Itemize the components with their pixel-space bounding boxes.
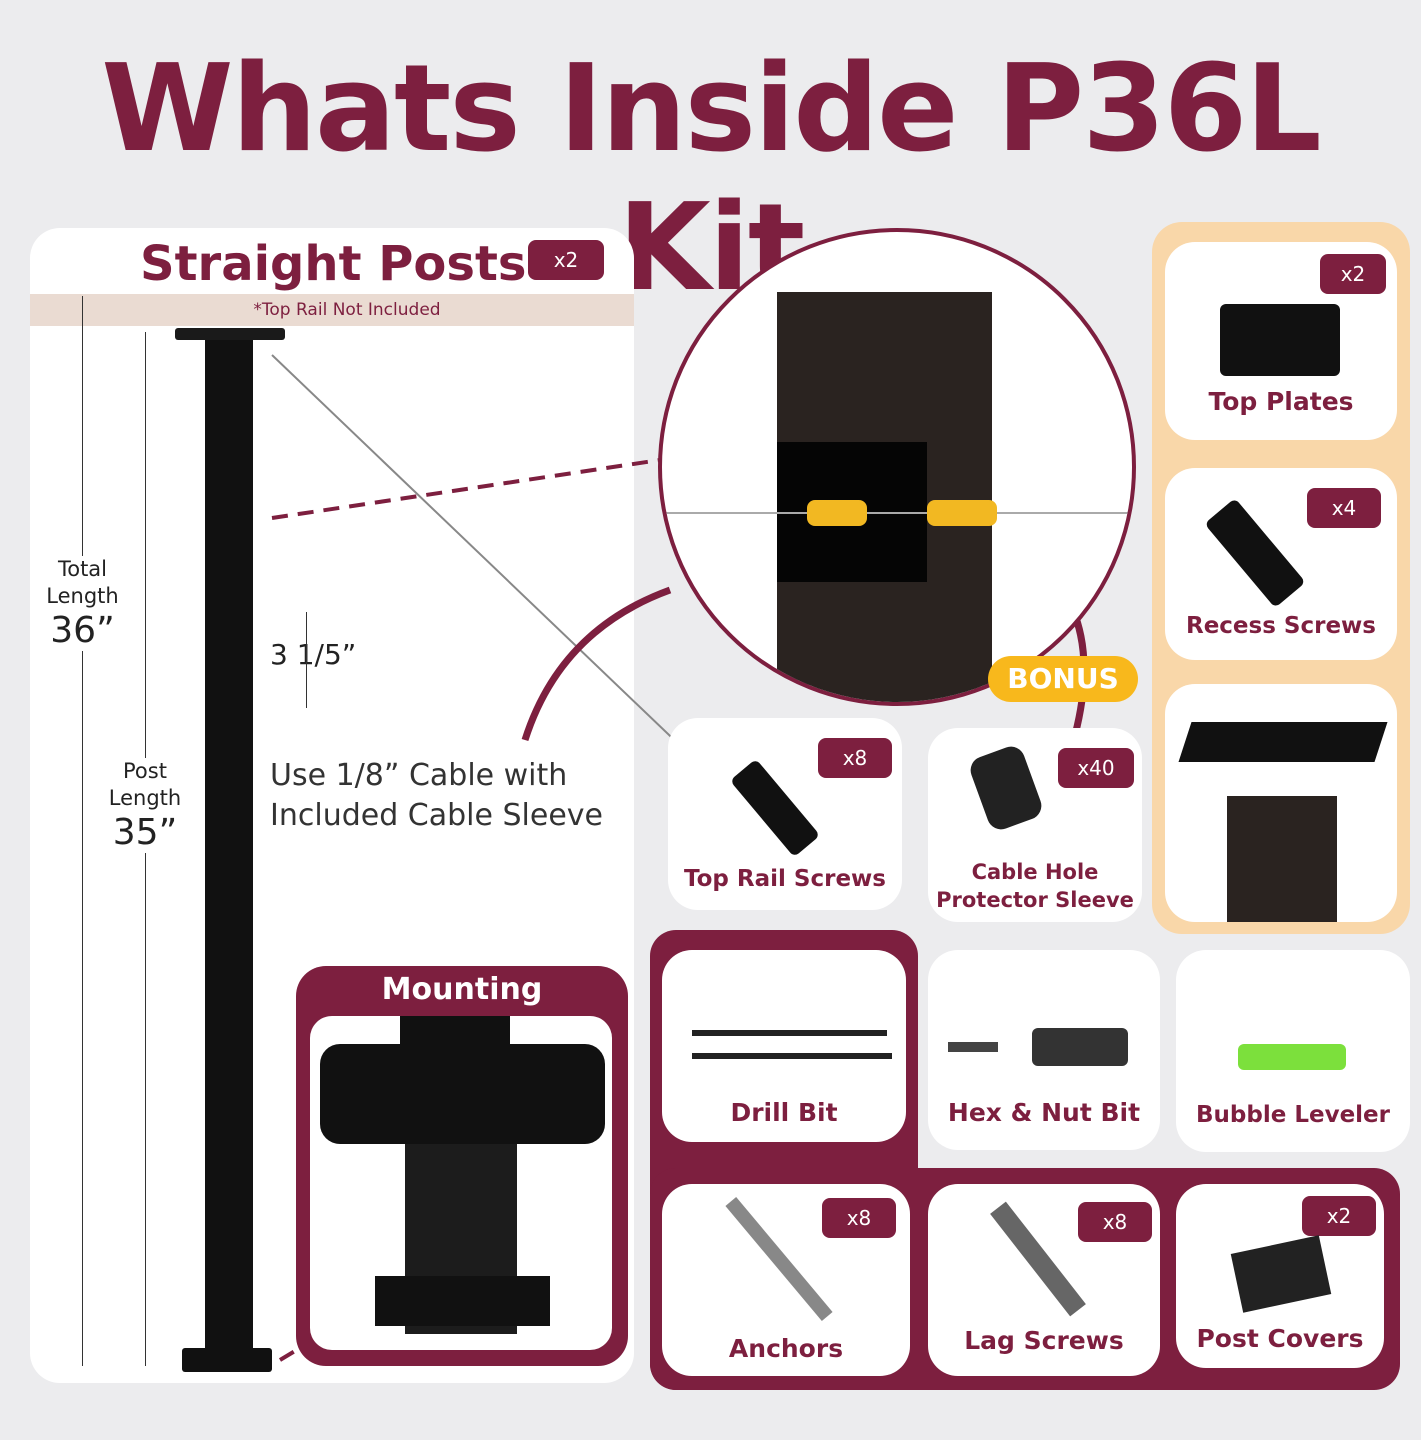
anchor-icon	[725, 1197, 833, 1321]
post-length-label: Post Length 35”	[100, 758, 190, 853]
plate-install-post	[1227, 796, 1337, 922]
top-rail-note: *Top Rail Not Included	[253, 300, 441, 320]
recess-screws-label: Recess Screws	[1185, 613, 1376, 639]
top-rail-screws-card: x8 Top Rail Screws	[668, 718, 902, 910]
sleeve-qty: x40	[1058, 748, 1134, 788]
bubble-leveler-icon	[1238, 1044, 1346, 1070]
anchors-qty: x8	[822, 1198, 896, 1238]
top-plates-qty: x2	[1320, 254, 1386, 294]
lag-screw-icon	[990, 1201, 1086, 1317]
post-covers-qty: x2	[1302, 1196, 1376, 1236]
hex-bit-label: Hex & Nut Bit	[947, 1098, 1141, 1127]
top-rail-screws-qty: x8	[818, 738, 892, 778]
posts-title: Straight Posts	[140, 236, 527, 292]
top-rail-screw-icon	[729, 758, 821, 858]
posts-qty-badge: x2	[528, 240, 604, 280]
page-title: Whats Inside P36L Kit	[101, 40, 1321, 318]
top-plate-icon	[1220, 304, 1340, 376]
sleeve-left	[807, 500, 867, 526]
post-covers-card: x2 Post Covers	[1176, 1184, 1384, 1368]
gap-line	[306, 612, 307, 708]
plate-install-plate	[1178, 722, 1388, 762]
post-top-plate	[175, 328, 285, 340]
drill-bit-label: Drill Bit	[730, 1098, 838, 1127]
nut-bit-icon	[1032, 1028, 1128, 1066]
hex-bit-card: Hex & Nut Bit	[928, 950, 1160, 1150]
sleeve-right	[927, 500, 997, 526]
bonus-badge: BONUS	[988, 656, 1138, 702]
drill-bit-icon-2	[692, 1053, 892, 1059]
bubble-leveler-card: Bubble Leveler	[1176, 950, 1410, 1152]
post-base-plate	[182, 1348, 272, 1372]
hex-bit-icon	[948, 1042, 998, 1052]
lag-screws-card: x8 Lag Screws	[928, 1184, 1160, 1376]
mount-base	[375, 1276, 550, 1326]
total-length-line	[82, 296, 83, 1366]
top-plates-label: Top Plates	[1208, 387, 1354, 416]
cable-wire	[662, 512, 1132, 514]
anchors-card: x8 Anchors	[662, 1184, 910, 1376]
cable-detail-circle	[658, 228, 1136, 706]
recess-screws-qty: x4	[1307, 488, 1381, 528]
top-plates-card: x2 Top Plates	[1165, 242, 1397, 440]
sleeve-icon	[966, 742, 1046, 834]
recess-screws-card: x4 Recess Screws	[1165, 468, 1397, 660]
top-rail-strip: *Top Rail Not Included	[30, 294, 634, 326]
mounting-image	[310, 1016, 612, 1350]
drill-bit-card: Drill Bit	[662, 950, 906, 1142]
drill-bit-icon	[692, 1030, 887, 1036]
post-cover-icon	[1230, 1235, 1332, 1313]
cable-note: Use 1/8” Cable with Included Cable Sleev…	[270, 758, 603, 833]
sleeve-card: x40 Cable Hole Protector Sleeve	[928, 728, 1142, 922]
anchors-label: Anchors	[728, 1334, 844, 1363]
post-covers-label: Post Covers	[1196, 1324, 1364, 1353]
bubble-leveler-label: Bubble Leveler	[1196, 1102, 1390, 1128]
top-rail-screws-label: Top Rail Screws	[684, 866, 886, 892]
plate-install-card	[1165, 684, 1397, 922]
mounting-panel: Mounting	[296, 966, 628, 1366]
gap-dimension: 3 1/5”	[270, 638, 357, 671]
recess-screw-icon	[1204, 498, 1306, 608]
total-length-label: Total Length 36”	[40, 556, 125, 651]
lag-screws-qty: x8	[1078, 1202, 1152, 1242]
lag-screws-label: Lag Screws	[964, 1326, 1124, 1355]
post-image	[205, 332, 253, 1357]
mount-cover	[320, 1044, 605, 1144]
mounting-title: Mounting	[381, 972, 543, 1007]
sleeve-label: Cable Hole Protector Sleeve	[936, 860, 1134, 912]
